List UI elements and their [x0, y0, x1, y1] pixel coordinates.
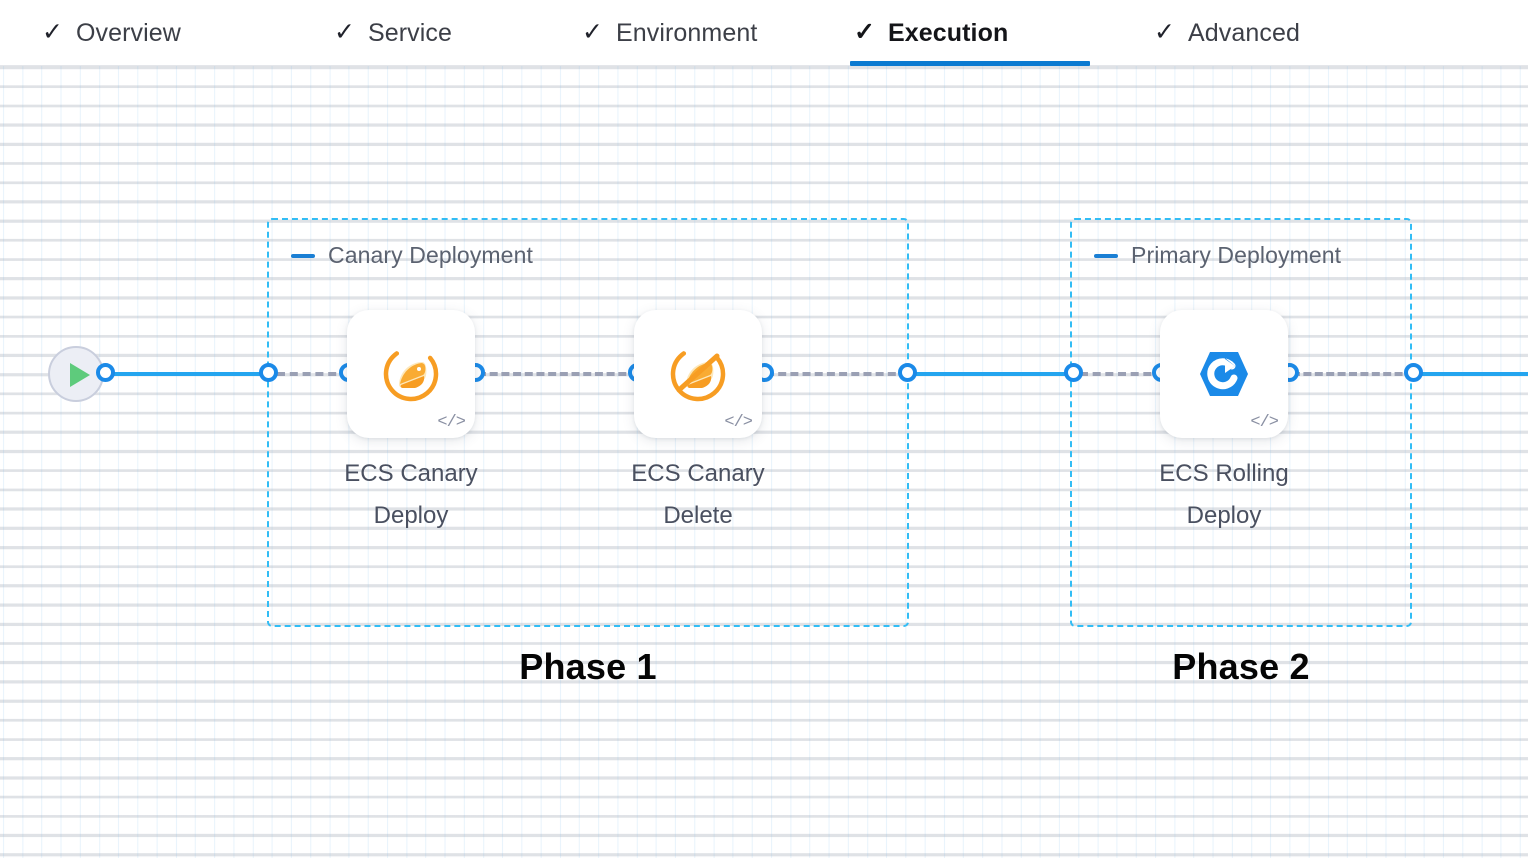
code-badge-icon[interactable]: </>: [437, 413, 466, 432]
code-badge-icon[interactable]: </>: [1250, 413, 1279, 432]
edge-start-to-group1: [98, 372, 270, 376]
check-icon: ✓: [582, 17, 603, 46]
ecs-rolling-deploy-icon: [1160, 344, 1288, 404]
edge-dashed-in-1: [277, 372, 349, 376]
check-icon: ✓: [42, 17, 63, 46]
check-icon: ✓: [1154, 17, 1175, 46]
port-group1-out[interactable]: [898, 363, 917, 382]
code-badge-icon[interactable]: </>: [724, 413, 753, 432]
pipeline-canvas[interactable]: Canary Deployment Primary Deployment Pha…: [0, 66, 1528, 858]
step-node-label: ECS Canary Delete: [631, 460, 765, 529]
group-title: Primary Deployment: [1131, 242, 1342, 268]
phase-caption-1: Phase 1: [519, 646, 657, 687]
minus-icon[interactable]: [291, 253, 315, 258]
check-icon: ✓: [854, 17, 875, 46]
tab-label: Overview: [75, 18, 181, 47]
tab-overview[interactable]: ✓ Overview: [38, 0, 228, 66]
port-start-out[interactable]: [96, 363, 115, 382]
edge-group2-to-next: [1416, 372, 1528, 376]
step-node-ecs-rolling-deploy[interactable]: </>: [1160, 310, 1288, 438]
tab-advanced[interactable]: ✓ Advanced: [1150, 0, 1355, 66]
minus-icon[interactable]: [1094, 253, 1118, 258]
step-node-ecs-canary-delete[interactable]: </>: [634, 310, 762, 438]
stage-group-primary-deployment[interactable]: Primary Deployment: [1070, 218, 1412, 627]
edge-group1-to-group2: [912, 372, 1074, 376]
tab-label: Execution: [887, 18, 1009, 47]
port-group1-in[interactable]: [259, 363, 278, 382]
step-node-ecs-canary-deploy[interactable]: </>: [347, 310, 475, 438]
tab-active-underline: [850, 61, 1090, 66]
edge-dashed-out-2: [766, 372, 908, 376]
play-icon: [70, 363, 90, 387]
tab-label: Environment: [615, 18, 758, 47]
port-group2-in[interactable]: [1064, 363, 1083, 382]
group-header: Primary Deployment: [1094, 242, 1341, 269]
stage-group-canary-deployment[interactable]: Canary Deployment: [267, 218, 909, 627]
canary-bird-icon: [347, 342, 475, 406]
phase-caption-2: Phase 2: [1172, 646, 1310, 687]
tab-service[interactable]: ✓ Service: [330, 0, 502, 66]
tab-label: Service: [367, 18, 453, 47]
tab-execution[interactable]: ✓ Execution: [850, 0, 1090, 66]
check-icon: ✓: [334, 17, 355, 46]
edge-dashed-out-3: [1292, 372, 1414, 376]
tab-label: Advanced: [1187, 18, 1300, 47]
tab-environment[interactable]: ✓ Environment: [578, 0, 818, 66]
step-node-label: ECS Canary Deploy: [344, 460, 478, 529]
step-node-label: ECS Rolling Deploy: [1159, 460, 1289, 529]
port-group2-out[interactable]: [1404, 363, 1423, 382]
group-title: Canary Deployment: [328, 242, 533, 268]
edge-dashed-1-to-2: [478, 372, 638, 376]
group-header: Canary Deployment: [291, 242, 533, 269]
canary-bird-delete-icon: [634, 342, 762, 406]
wizard-tab-bar: ✓ Overview ✓ Service ✓ Environment ✓ Exe…: [0, 0, 1528, 66]
edge-dashed-in-3: [1080, 372, 1164, 376]
